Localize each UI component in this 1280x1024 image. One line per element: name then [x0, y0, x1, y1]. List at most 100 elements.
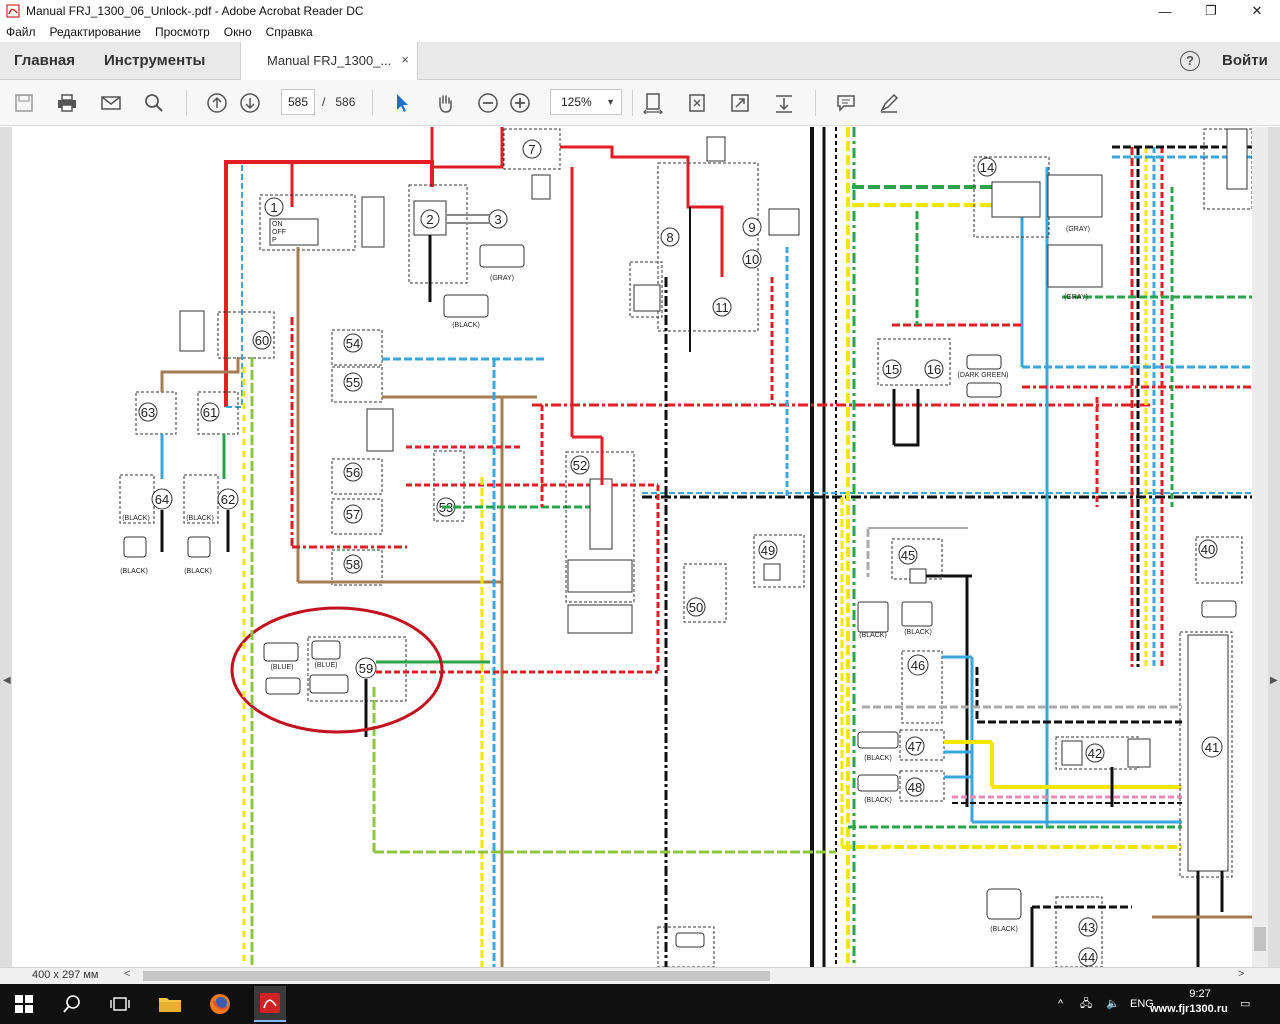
svg-text:46: 46: [911, 658, 925, 673]
svg-text:60: 60: [255, 333, 269, 348]
zoom-out-icon[interactable]: [476, 91, 500, 115]
svg-text:1: 1: [270, 200, 277, 215]
svg-text:52: 52: [573, 458, 587, 473]
select-cursor-icon[interactable]: [390, 91, 414, 115]
fit-page-icon[interactable]: [641, 91, 665, 115]
svg-text:9: 9: [748, 220, 755, 235]
svg-text:11: 11: [715, 300, 729, 315]
svg-text:45: 45: [901, 548, 915, 563]
document-viewport[interactable]: 14 (GRAY) (GRAY) 1 ON OFF P 2 3 (GRAY) (…: [0, 127, 1280, 967]
menu-window[interactable]: Окно: [223, 25, 252, 39]
svg-text:56: 56: [346, 465, 360, 480]
chevron-down-icon: ▼: [606, 97, 615, 107]
next-page-icon[interactable]: [238, 91, 262, 115]
svg-text:16: 16: [927, 362, 941, 377]
full-screen-icon[interactable]: [728, 91, 752, 115]
comment-icon[interactable]: [834, 91, 858, 115]
svg-text:44: 44: [1081, 950, 1095, 965]
svg-text:57: 57: [346, 507, 360, 522]
acrobat-pdf-icon: [6, 4, 20, 18]
svg-text:48: 48: [908, 780, 922, 795]
acrobat-taskbar-icon[interactable]: [254, 986, 286, 1022]
tab-home[interactable]: Главная: [14, 52, 76, 69]
search-icon[interactable]: [58, 990, 86, 1018]
svg-text:(BLACK): (BLACK): [990, 926, 1018, 933]
vertical-scrollbar[interactable]: [1252, 127, 1268, 967]
next-page-arrow-icon[interactable]: ▶: [1270, 675, 1278, 686]
svg-text:10: 10: [745, 252, 759, 267]
highlight-pen-icon[interactable]: [877, 91, 901, 115]
rotate-page-icon[interactable]: [685, 91, 709, 115]
menu-view[interactable]: Просмотр: [154, 25, 210, 39]
menu-file[interactable]: Файл: [6, 25, 36, 39]
svg-text:(BLACK): (BLACK): [864, 755, 892, 762]
network-icon[interactable]: 🖧: [1080, 998, 1093, 1010]
search-icon[interactable]: [142, 91, 166, 115]
sign-in-link[interactable]: Войти: [1222, 52, 1268, 69]
maximize-button[interactable]: ❐: [1205, 3, 1217, 18]
task-view-icon[interactable]: [106, 990, 134, 1018]
svg-text:(BLACK): (BLACK): [859, 632, 887, 639]
file-explorer-icon[interactable]: [156, 990, 184, 1018]
tray-chevron-icon[interactable]: ^: [1058, 998, 1064, 1010]
svg-text:7: 7: [528, 142, 535, 157]
svg-text:59: 59: [359, 661, 373, 676]
svg-text:(BLACK): (BLACK): [864, 797, 892, 804]
firefox-icon[interactable]: [206, 990, 234, 1018]
svg-text:8: 8: [666, 230, 673, 245]
hand-tool-icon[interactable]: [433, 91, 457, 115]
minimize-button[interactable]: —: [1158, 3, 1172, 19]
wiring-diagram: 14 (GRAY) (GRAY) 1 ON OFF P 2 3 (GRAY) (…: [119, 127, 1252, 967]
blue-label: (BLUE): [271, 664, 294, 671]
zoom-select[interactable]: 125%▼: [550, 89, 622, 115]
svg-text:43: 43: [1081, 920, 1095, 935]
volume-icon[interactable]: 🔈: [1106, 998, 1120, 1010]
email-icon[interactable]: [99, 91, 123, 115]
close-window-button[interactable]: ✕: [1251, 3, 1263, 18]
close-tab-icon[interactable]: ×: [401, 52, 409, 67]
zoom-in-icon[interactable]: [508, 91, 532, 115]
svg-text:(BLACK): (BLACK): [184, 568, 212, 575]
input-language[interactable]: ENG: [1130, 998, 1154, 1010]
page-number-input[interactable]: 585: [281, 89, 315, 115]
svg-text:P: P: [272, 237, 277, 244]
svg-text:50: 50: [689, 600, 703, 615]
svg-text:47: 47: [908, 739, 922, 754]
notifications-icon[interactable]: ▭: [1240, 998, 1251, 1010]
menu-help[interactable]: Справка: [265, 25, 313, 39]
page-count: / 586: [322, 95, 356, 109]
tab-document[interactable]: Manual FRJ_1300_... ×: [240, 42, 418, 81]
scroll-mode-icon[interactable]: [772, 91, 796, 115]
svg-text:(BLACK): (BLACK): [452, 322, 480, 329]
tab-bar: Главная Инструменты Manual FRJ_1300_... …: [0, 42, 1280, 81]
svg-text:(BLACK): (BLACK): [186, 515, 214, 522]
vertical-scroll-thumb[interactable]: [1254, 927, 1266, 951]
highlight-circle: [230, 606, 444, 734]
tab-tools[interactable]: Инструменты: [104, 52, 206, 69]
dark-green-label: (DARK GREEN): [958, 372, 1009, 379]
windows-start-icon[interactable]: [10, 990, 38, 1018]
page-size-readout: 400 x 297 мм: [32, 969, 99, 981]
menu-edit[interactable]: Редактирование: [49, 25, 141, 39]
save-icon[interactable]: [12, 91, 36, 115]
help-icon[interactable]: ?: [1180, 51, 1200, 71]
svg-text:(BLACK): (BLACK): [904, 629, 932, 636]
svg-text:15: 15: [885, 362, 899, 377]
horizontal-scroll-thumb[interactable]: [143, 971, 770, 981]
svg-text:40: 40: [1201, 542, 1215, 557]
window-title: Manual FRJ_1300_06_Unlock-.pdf - Adobe A…: [26, 4, 364, 18]
system-clock[interactable]: 9:27: [1189, 988, 1211, 1000]
previous-page-arrow-icon[interactable]: ◀: [3, 675, 11, 686]
svg-text:(GRAY): (GRAY): [490, 275, 514, 282]
svg-text:58: 58: [346, 557, 360, 572]
watermark-text: www.fjr1300.ru: [1150, 1003, 1228, 1015]
svg-text:41: 41: [1205, 740, 1219, 755]
svg-text:3: 3: [494, 212, 501, 227]
print-icon[interactable]: [55, 91, 79, 115]
scroll-right-icon[interactable]: >: [1238, 968, 1245, 980]
previous-page-icon[interactable]: [205, 91, 229, 115]
scroll-left-icon[interactable]: <: [124, 968, 131, 980]
svg-text:(GRAY): (GRAY): [1064, 294, 1088, 301]
gray-label: (GRAY): [1066, 226, 1090, 233]
svg-text:61: 61: [203, 405, 217, 420]
